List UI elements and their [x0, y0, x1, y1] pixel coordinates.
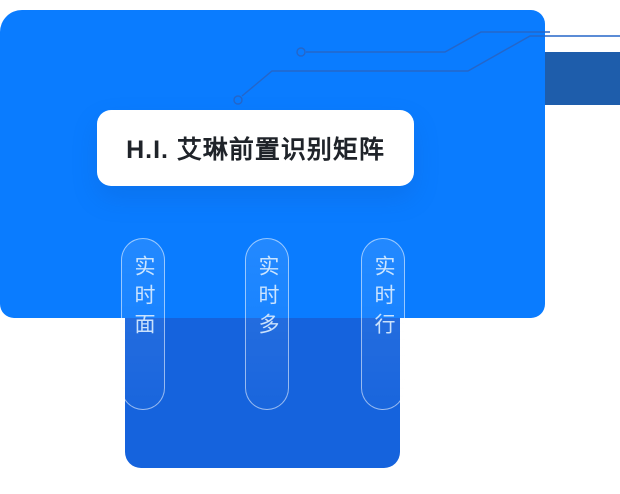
feature-pill-3-label: 实时行: [372, 255, 395, 342]
feature-pill-1: 实时面: [121, 238, 165, 410]
feature-pill-1-label: 实时面: [132, 255, 155, 342]
accent-square: [545, 52, 620, 105]
feature-pill-3: 实时行: [361, 238, 405, 410]
title-text: H.I. 艾琳前置识别矩阵: [126, 136, 385, 164]
feature-pill-2: 实时多: [245, 238, 289, 410]
lower-panel: [125, 300, 400, 468]
title-card: H.I. 艾琳前置识别矩阵: [97, 110, 414, 186]
feature-pill-2-label: 实时多: [256, 255, 279, 342]
